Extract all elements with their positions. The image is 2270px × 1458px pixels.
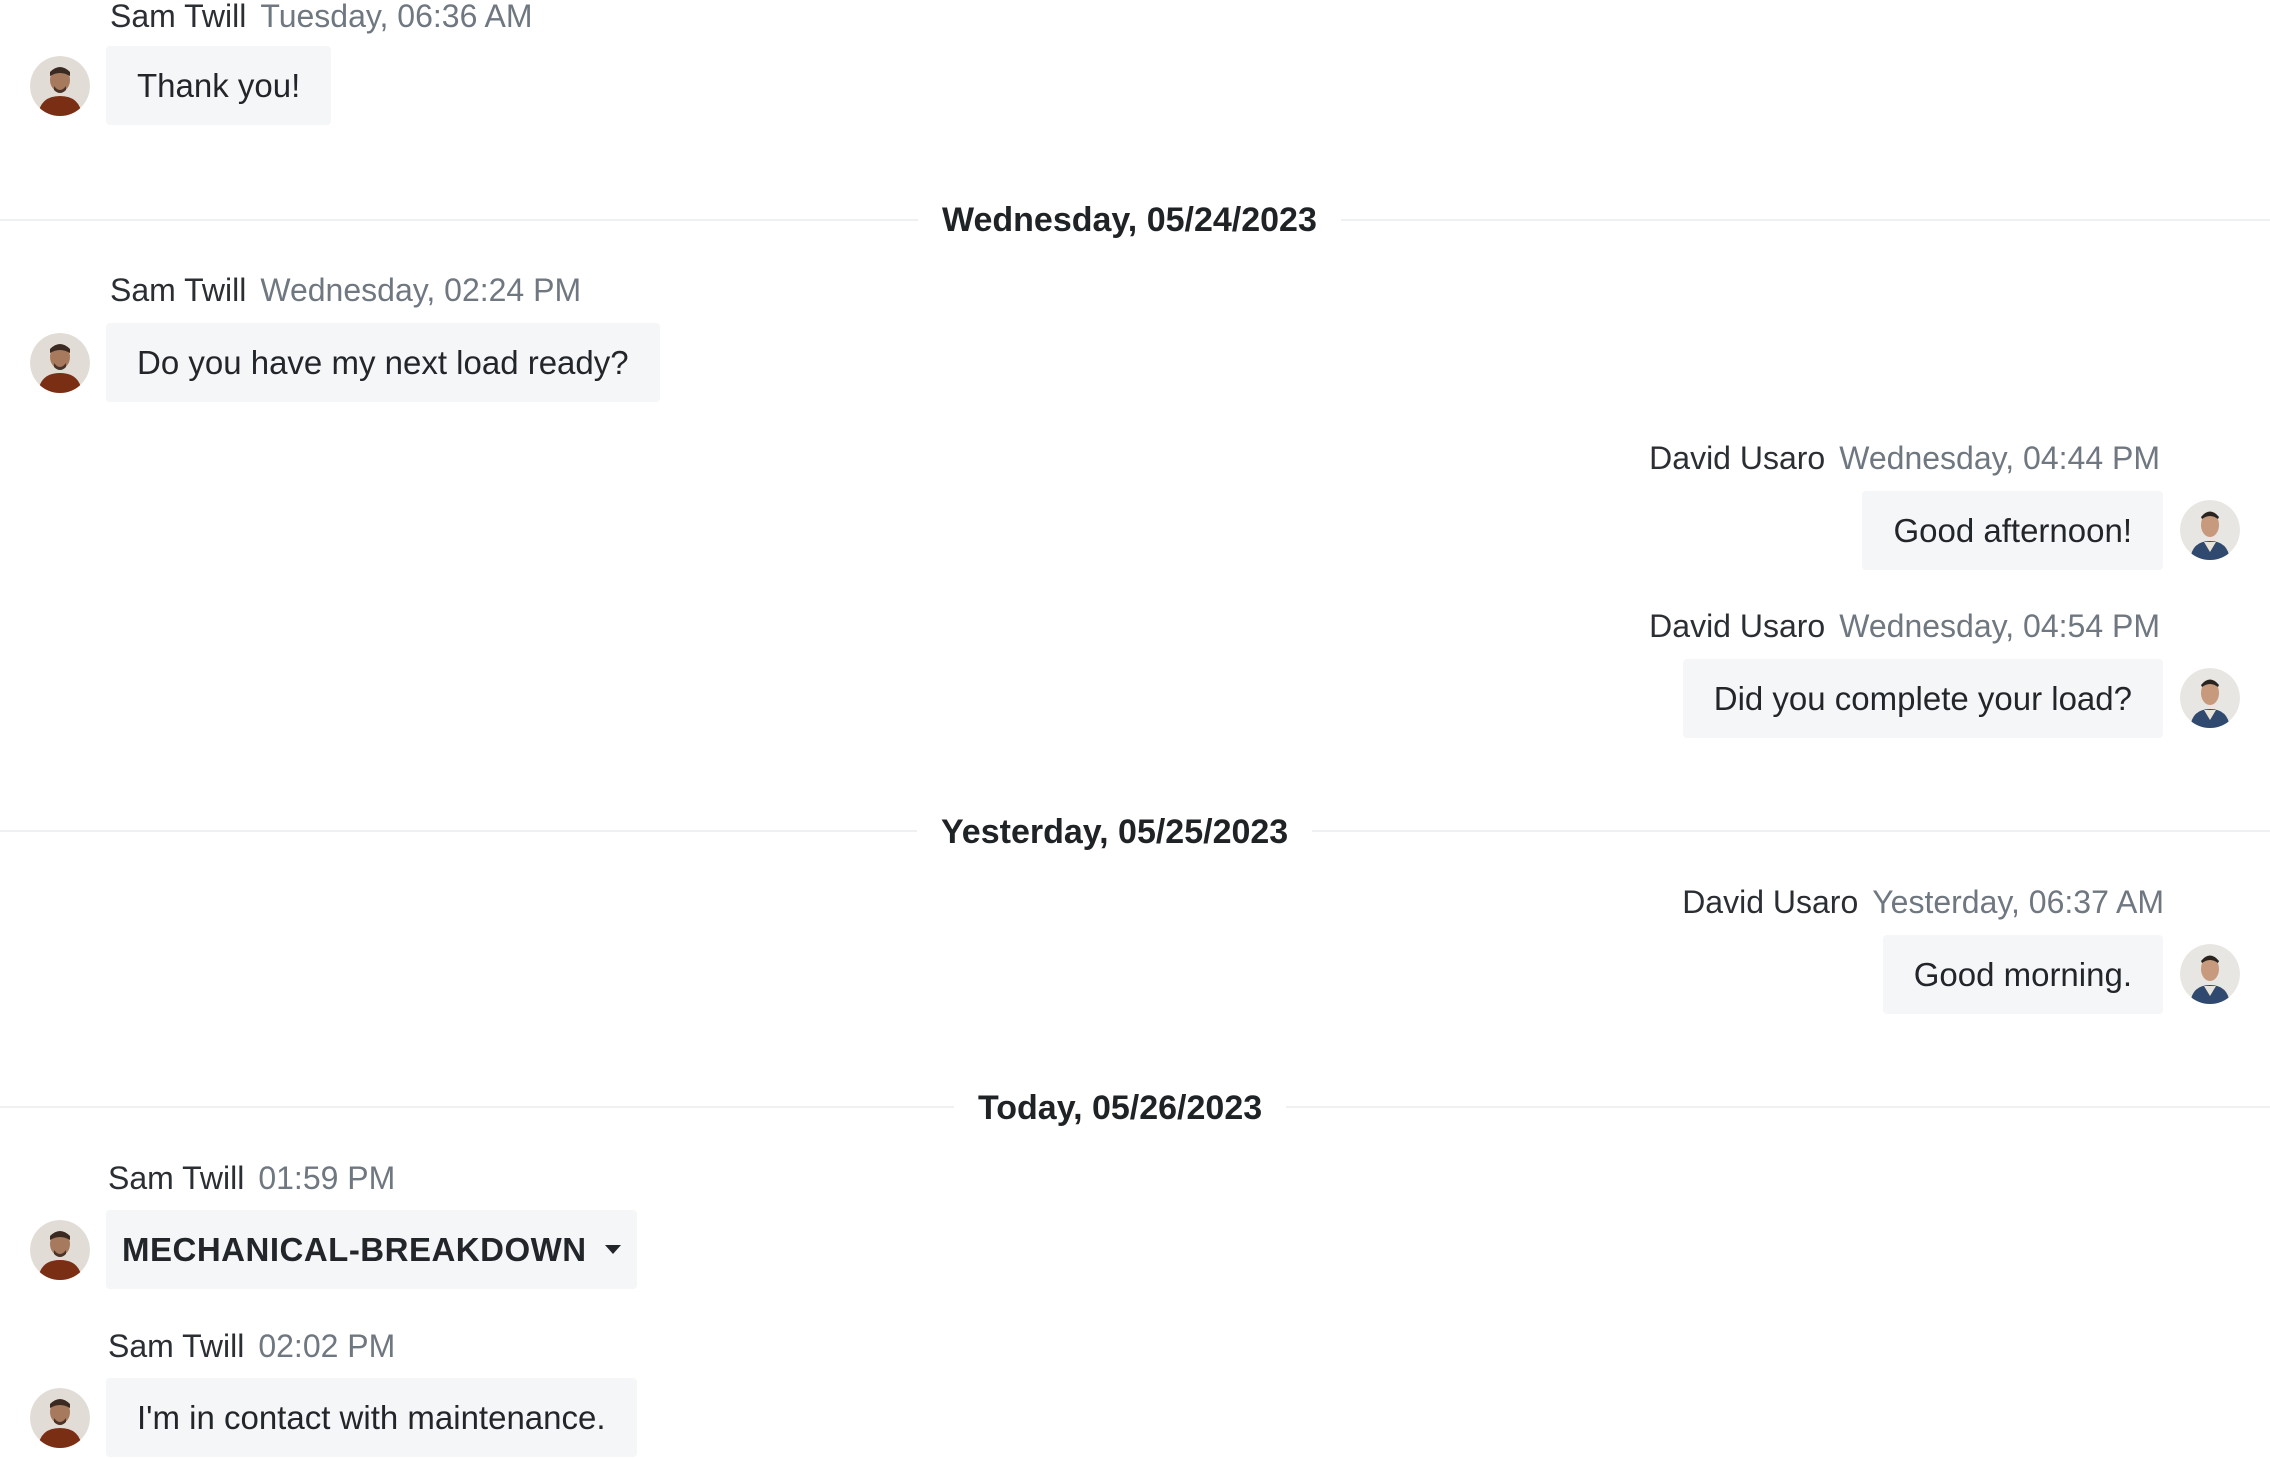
message-time: Tuesday, 06:36 AM	[260, 0, 533, 34]
message-header: Sam Twill 01:59 PM	[108, 1158, 395, 1198]
sender-name: David Usaro	[1649, 608, 1826, 644]
message-header: Sam Twill 02:02 PM	[108, 1326, 395, 1366]
sender-name: Sam Twill	[110, 272, 247, 308]
status-dropdown[interactable]: MECHANICAL-BREAKDOWN	[106, 1210, 637, 1289]
message-time: Wednesday, 04:44 PM	[1839, 440, 2160, 476]
sam-avatar-icon[interactable]	[30, 56, 90, 116]
message-time: 02:02 PM	[258, 1328, 396, 1364]
caret-down-icon	[604, 1244, 621, 1254]
message-header: David Usaro Yesterday, 06:37 AM	[1682, 882, 2164, 922]
status-dropdown-value: MECHANICAL-BREAKDOWN	[122, 1231, 587, 1268]
message-bubble[interactable]: Thank you!	[106, 46, 332, 125]
david-avatar-icon[interactable]	[2180, 500, 2240, 560]
sender-name: David Usaro	[1682, 884, 1859, 920]
message-header: David Usaro Wednesday, 04:54 PM	[1649, 606, 2160, 646]
message-bubble[interactable]: Do you have my next load ready?	[106, 323, 660, 402]
message-bubble[interactable]: Good morning.	[1882, 935, 2163, 1014]
message-bubble[interactable]: Did you complete your load?	[1682, 659, 2163, 738]
message-bubble[interactable]: Good afternoon!	[1862, 491, 2163, 570]
date-divider: Yesterday, 05/25/2023	[917, 812, 1313, 852]
message-header: Sam Twill Wednesday, 02:24 PM	[110, 270, 581, 310]
message-time: Yesterday, 06:37 AM	[1872, 884, 2164, 920]
david-avatar-icon[interactable]	[2180, 944, 2240, 1004]
message-time: 01:59 PM	[258, 1160, 396, 1196]
david-avatar-icon[interactable]	[2180, 668, 2240, 728]
message-header: David Usaro Wednesday, 04:44 PM	[1649, 438, 2160, 478]
message-bubble[interactable]: I'm in contact with maintenance.	[106, 1378, 637, 1457]
sam-avatar-icon[interactable]	[30, 1388, 90, 1448]
message-header: Sam Twill Tuesday, 06:36 AM	[110, 0, 532, 36]
message-time: Wednesday, 04:54 PM	[1839, 608, 2160, 644]
date-divider: Today, 05/26/2023	[954, 1088, 1287, 1128]
sender-name: Sam Twill	[110, 0, 247, 34]
sender-name: Sam Twill	[108, 1160, 245, 1196]
sender-name: David Usaro	[1649, 440, 1826, 476]
message-time: Wednesday, 02:24 PM	[260, 272, 582, 308]
date-divider: Wednesday, 05/24/2023	[918, 200, 1341, 240]
sam-avatar-icon[interactable]	[30, 1220, 90, 1280]
sam-avatar-icon[interactable]	[30, 333, 90, 393]
sender-name: Sam Twill	[108, 1328, 245, 1364]
